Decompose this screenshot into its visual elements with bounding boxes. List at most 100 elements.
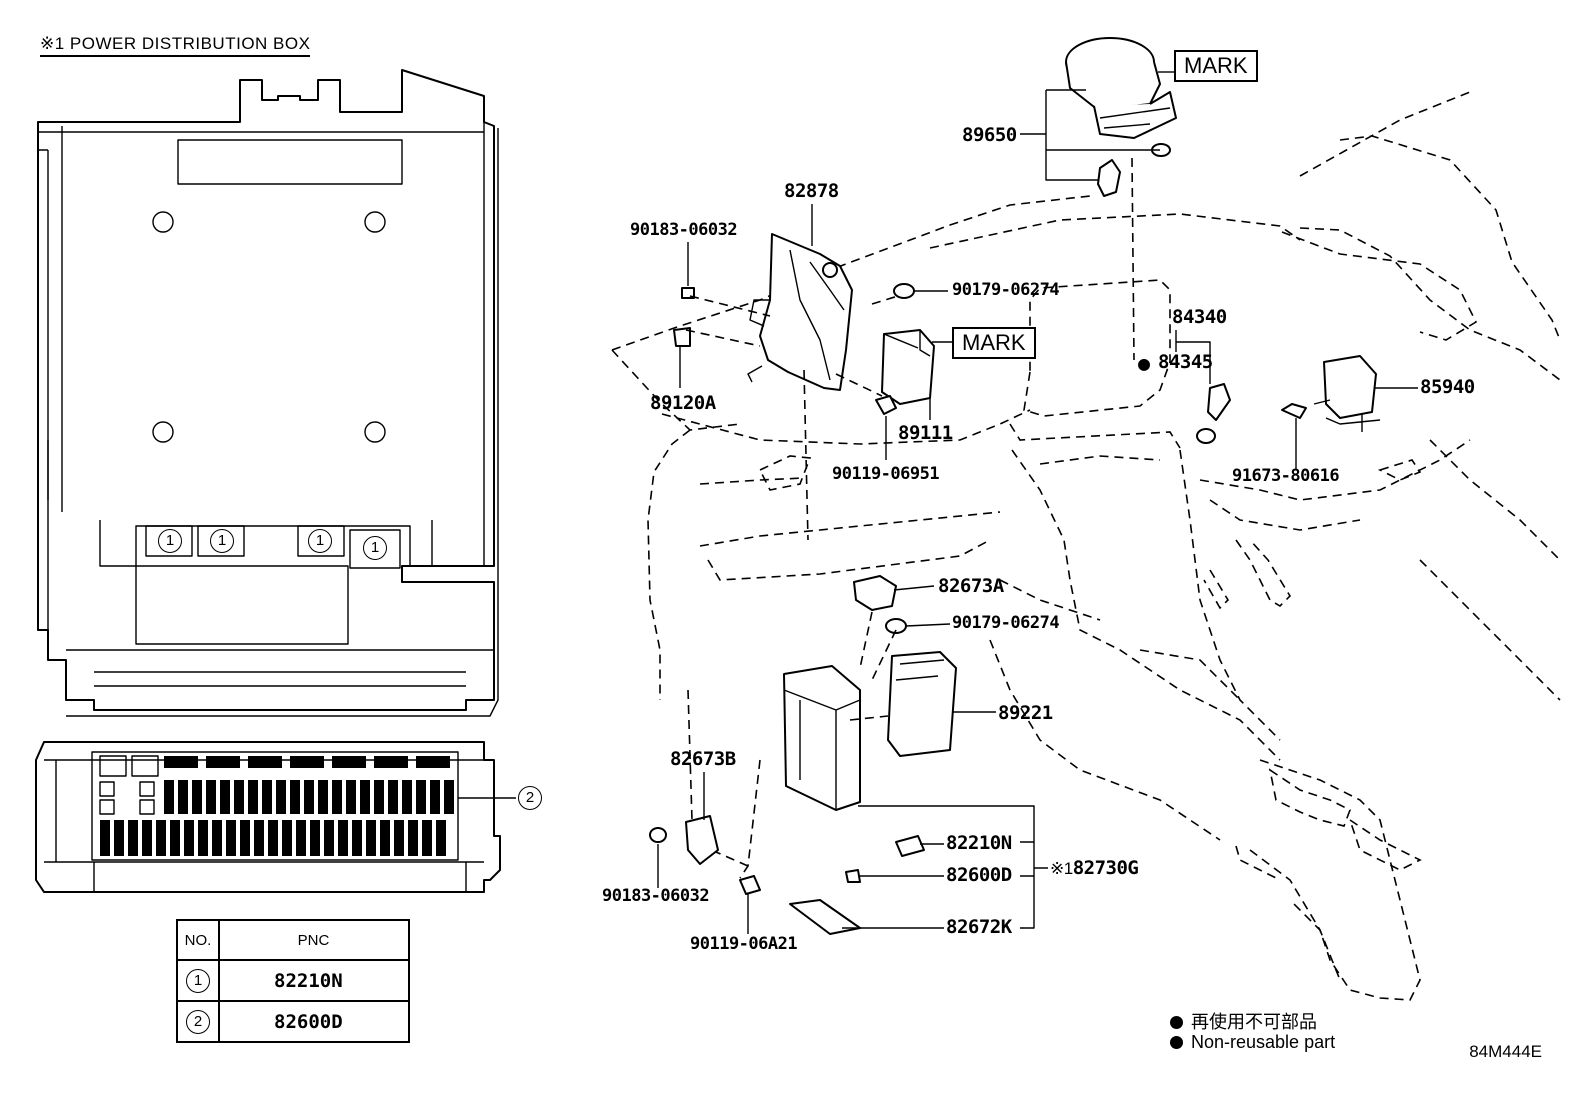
fuse-block [338, 820, 348, 856]
fuse-block [310, 820, 320, 856]
distribution-box-bottom-view [35, 741, 516, 893]
part-label: 91673-80616 [1232, 466, 1340, 486]
fuse-block [192, 780, 202, 814]
part-label: 82672K [946, 916, 1012, 938]
fuse-block [346, 780, 356, 814]
fuse-block [156, 820, 166, 856]
fuse-block [240, 820, 250, 856]
leader-lines [657, 71, 1418, 934]
box-title: ※1 POWER DISTRIBUTION BOX [40, 34, 311, 57]
pnc-header-no: NO. [176, 919, 220, 961]
pnc-row-number: 1 [186, 968, 210, 993]
legend-item-jp: 再使用不可部品 [1170, 1008, 1317, 1034]
fuse-block [290, 780, 300, 814]
part-label-assembly: ※182730G [1050, 857, 1139, 879]
fuse-block [436, 820, 446, 856]
fuse-block [402, 780, 412, 814]
non-reusable-dot: ● [1138, 351, 1150, 375]
part-label: 82210N [946, 832, 1012, 854]
fuse-block [394, 820, 404, 856]
fuse-block [198, 820, 208, 856]
part-85940-switch [1313, 355, 1381, 432]
fuse-block [206, 780, 216, 814]
fuse-block [254, 820, 264, 856]
fuse-block [380, 820, 390, 856]
assembly-lines [685, 157, 1135, 879]
fuse-block [234, 780, 244, 814]
pnc-row-number: 2 [186, 1009, 210, 1034]
fuse-block [304, 780, 314, 814]
callout-1: 1 [308, 529, 332, 553]
fuse-block [296, 820, 306, 856]
part-label: 82673B [670, 748, 736, 770]
fuse-block [262, 780, 272, 814]
drawing-code: 84M444E [1469, 1042, 1542, 1061]
fuse-block [178, 780, 188, 814]
mark-box-ignition: MARK [1174, 50, 1258, 82]
pnc-table: NO. PNC 1 82210N 2 82600D [176, 919, 410, 1043]
fuse-block [324, 820, 334, 856]
pnc-header-pnc: PNC [218, 919, 410, 961]
callout-1: 1 [158, 529, 182, 553]
fuse-block [360, 780, 370, 814]
part-82672K-cover [789, 899, 861, 935]
fuse-block [374, 780, 384, 814]
part-82730G-junction-block [783, 665, 861, 811]
part-label: 90119-06A21 [690, 934, 798, 954]
callout-1: 1 [363, 536, 387, 560]
fuse-block [430, 780, 440, 814]
part-89111-module [881, 329, 935, 405]
part-82673A-bracket [853, 575, 897, 611]
fuse-block [444, 780, 454, 814]
part-label: 82878 [784, 180, 839, 202]
part-label: 90183-06032 [630, 220, 738, 240]
part-label: 89111 [898, 422, 953, 444]
bullet-icon [1170, 1036, 1183, 1049]
fuse-block [164, 780, 174, 814]
fuse-block [226, 820, 236, 856]
pnc-row-code: 82600D [218, 1000, 410, 1043]
fuse-block [184, 820, 194, 856]
fuse-block [416, 780, 426, 814]
part-label: 84340 [1172, 306, 1227, 328]
part-label: 89120A [650, 392, 716, 414]
fuse-block [282, 820, 292, 856]
callout-2: 2 [518, 786, 542, 810]
part-label: 90183-06032 [602, 886, 710, 906]
distribution-box-front-view [37, 69, 499, 717]
part-label: 90179-06274 [952, 613, 1060, 633]
part-82673B-bracket [685, 815, 719, 865]
part-89221-ecu [887, 651, 957, 757]
fuse-block [268, 820, 278, 856]
fuse-block [220, 780, 230, 814]
part-label: 90179-06274 [952, 280, 1060, 300]
fuse-block [366, 820, 376, 856]
bullet-icon [1170, 1016, 1183, 1029]
fuse-block [212, 820, 222, 856]
fuse-block [408, 820, 418, 856]
part-89650-ignition [1065, 37, 1177, 197]
pnc-row: 1 82210N [176, 959, 410, 1002]
fuse-block [422, 820, 432, 856]
assembly-number: 82730G [1072, 857, 1139, 879]
part-label: 89650 [962, 124, 1017, 146]
assembly-prefix: ※1 [1050, 859, 1073, 878]
part-label: 84345 [1158, 351, 1213, 373]
fuse-block [100, 820, 110, 856]
part-label: 85940 [1420, 376, 1475, 398]
fuse-block [388, 780, 398, 814]
fuse-block [318, 780, 328, 814]
fuse-block [248, 780, 258, 814]
fuse-block [352, 820, 362, 856]
legend-item-en: Non-reusable part [1170, 1032, 1335, 1053]
part-82878-bracket [747, 233, 853, 391]
fuse-block [276, 780, 286, 814]
part-label: 82673A [938, 575, 1004, 597]
fuse-block [332, 780, 342, 814]
fuse-block [142, 820, 152, 856]
part-label: 90119-06951 [832, 464, 940, 484]
fuse-block [128, 820, 138, 856]
part-label: 82600D [946, 864, 1012, 886]
